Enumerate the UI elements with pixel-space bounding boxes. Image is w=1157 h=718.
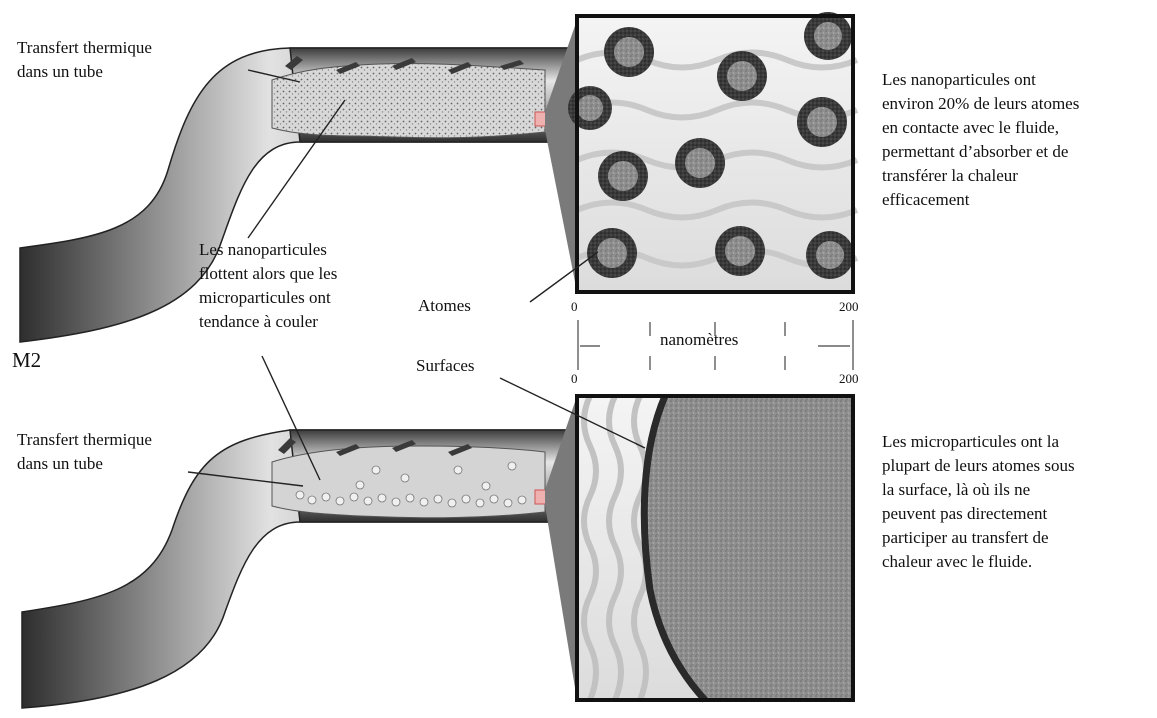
nanoparticle [806, 231, 854, 279]
scale-top-min: 0 [571, 300, 578, 314]
top-description: Les nanoparticules ont environ 20% de le… [882, 68, 1079, 212]
nanoparticle [715, 226, 765, 276]
nanoparticle [797, 97, 847, 147]
top-tube-cutaway [272, 63, 545, 137]
nanoparticle [675, 138, 725, 188]
bottom-tube-cutaway [272, 446, 545, 518]
particles-note: Les nanoparticules flottent alors que le… [199, 238, 337, 334]
top-tube-label: Transfert thermique dans un tube [17, 36, 152, 84]
nanoparticle [804, 12, 852, 60]
bottom-tube-label: Transfert thermique dans un tube [17, 428, 152, 476]
top-magnified-panel [568, 12, 857, 292]
scale-top-max: 200 [839, 300, 859, 314]
nanoparticle [598, 151, 648, 201]
scale-bottom-max: 200 [839, 372, 859, 386]
atoms-label: Atomes [418, 294, 471, 318]
nanoparticle [587, 228, 637, 278]
scale-unit: nanomètres [660, 328, 738, 352]
bottom-description: Les microparticules ont la plupart de le… [882, 430, 1075, 574]
surfaces-label: Surfaces [416, 354, 475, 378]
scale-bottom-min: 0 [571, 372, 578, 386]
bottom-magnified-panel [577, 396, 853, 700]
nanoparticle [604, 27, 654, 77]
nanoparticle [568, 86, 612, 130]
figure-label: M2 [12, 348, 41, 372]
nanoparticle [717, 51, 767, 101]
